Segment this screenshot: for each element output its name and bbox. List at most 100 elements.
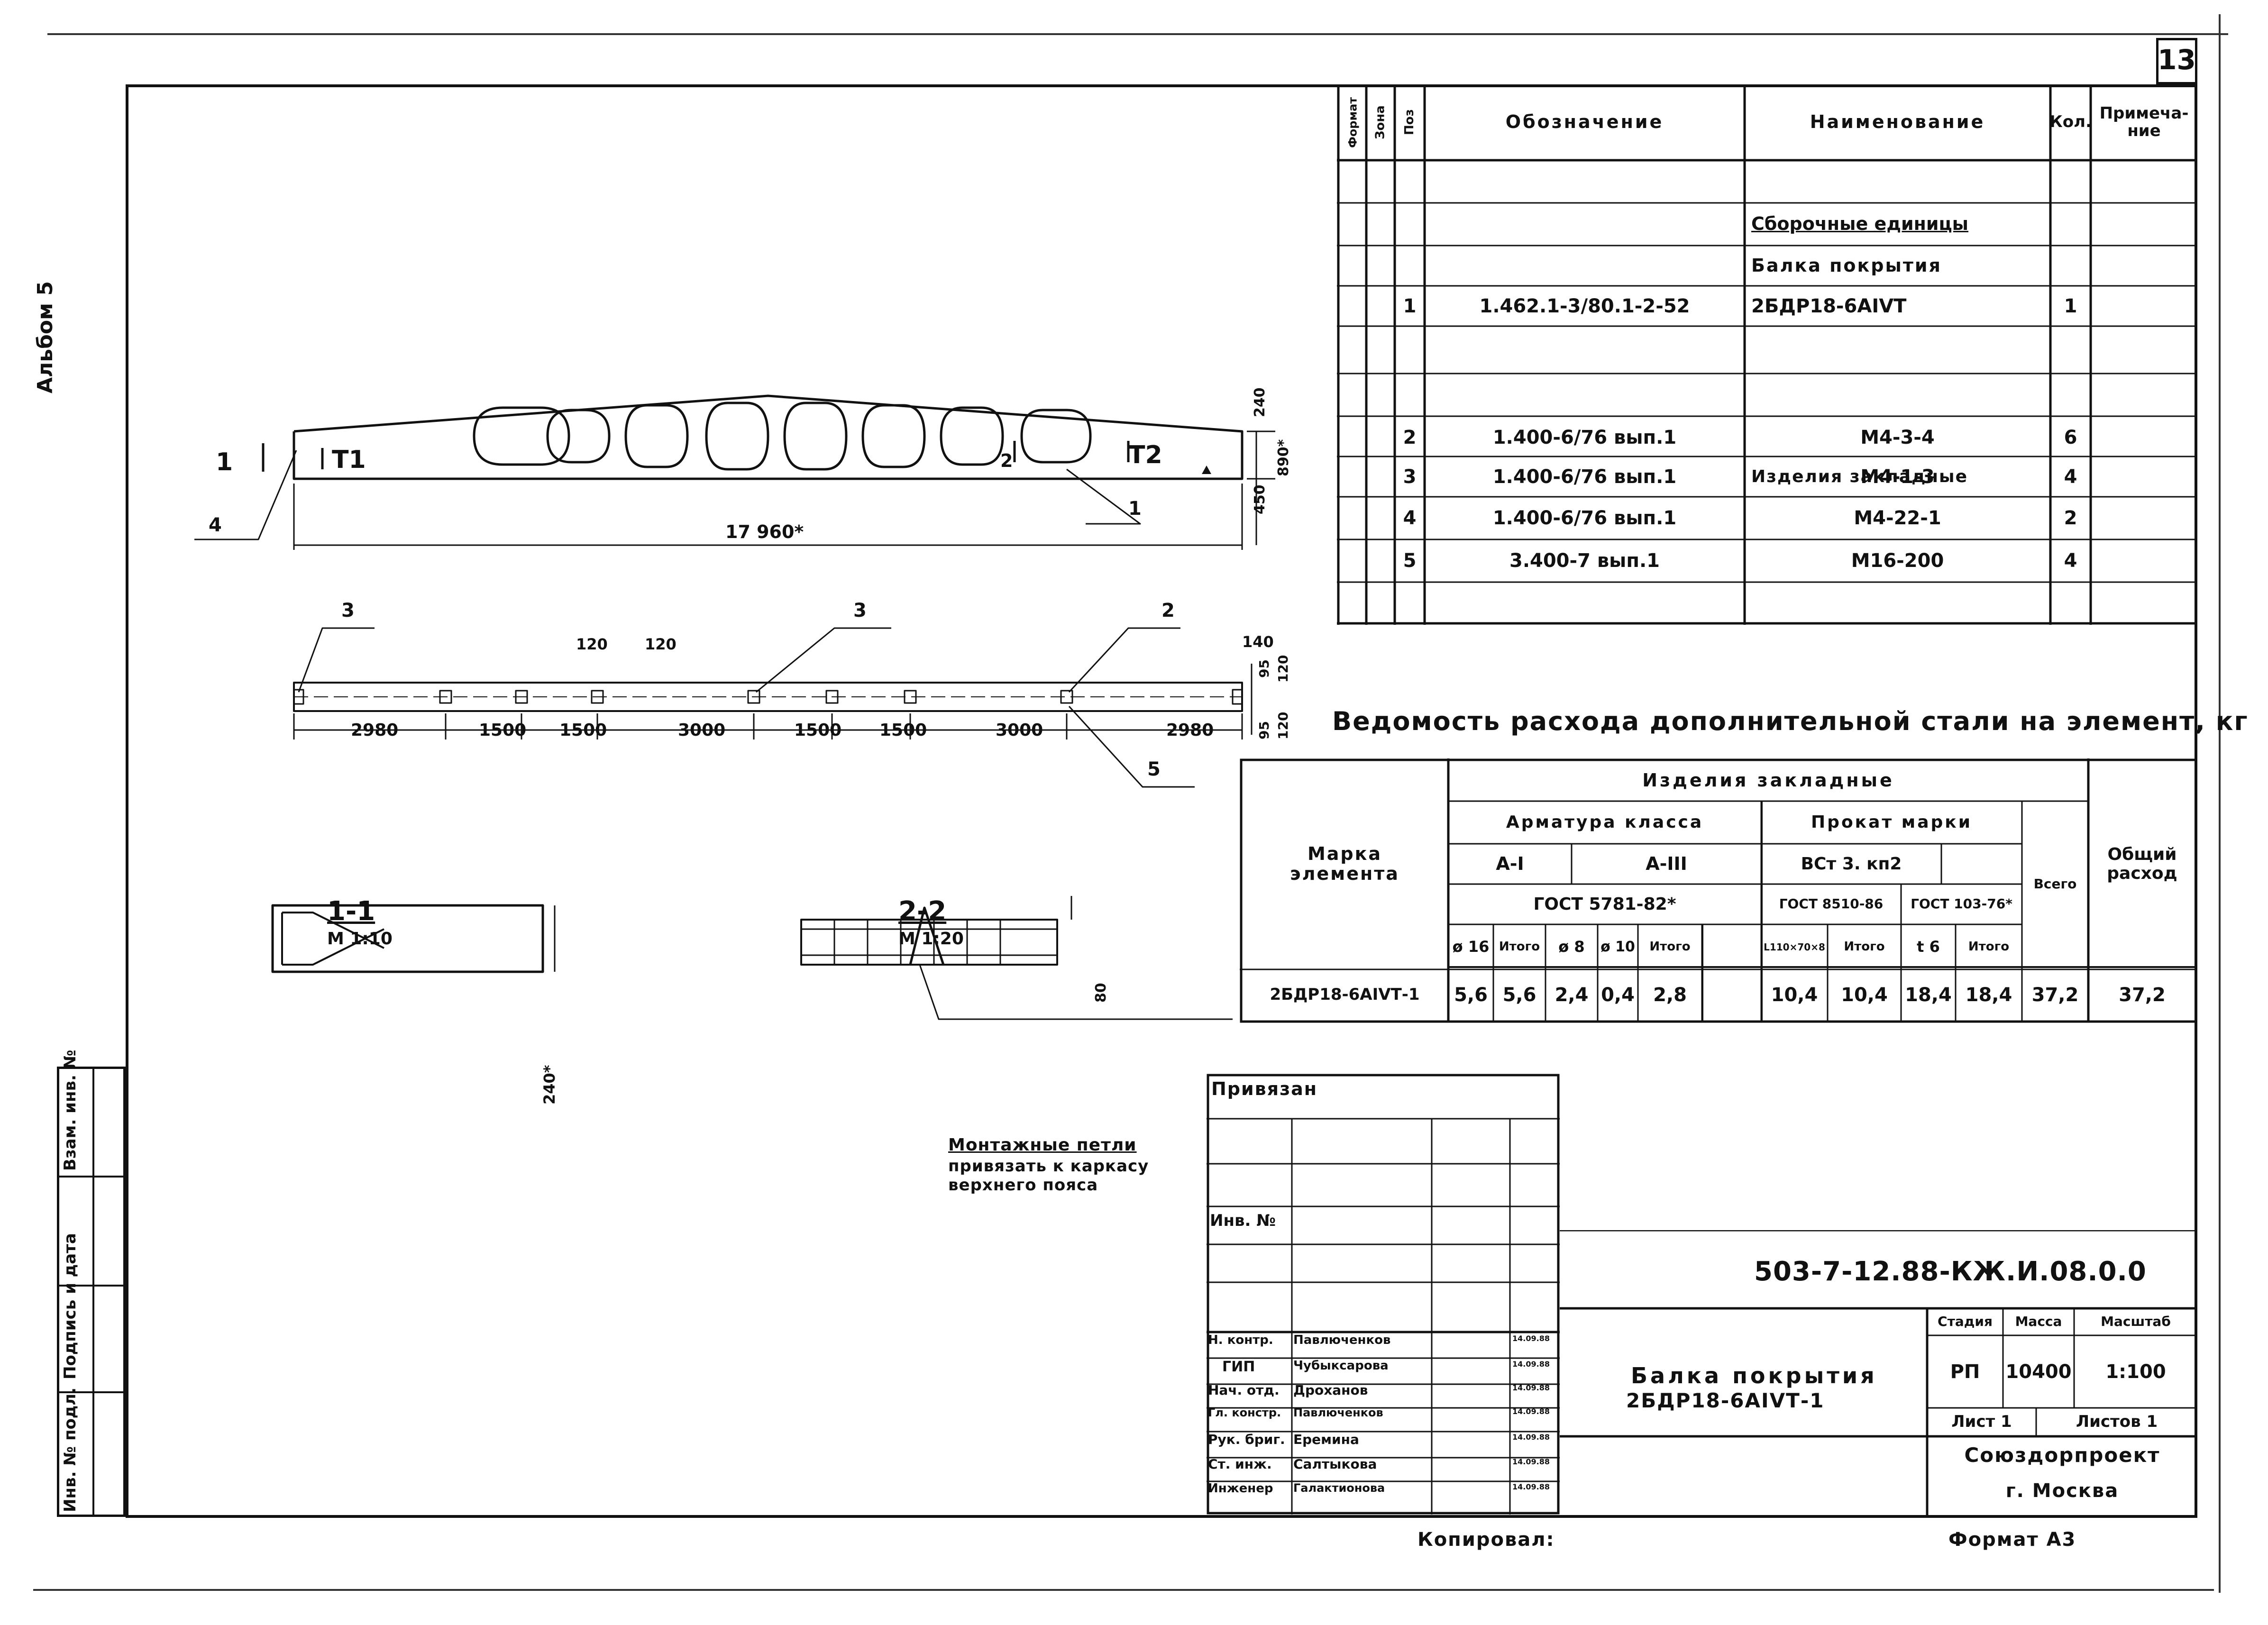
trim-line-top [47,33,2228,35]
h-scale: Масштаб [2101,1314,2171,1330]
dim-240: 240 [1252,387,1268,417]
person-date: 14.09.88 [1512,1433,1550,1442]
spec-table: Формат Зона Поз Обозначение Наименование… [1337,84,2197,625]
steel-subhead: ø 8 [1558,937,1585,956]
steel-row-mark: 2БДР18-6АIVТ-1 [1270,985,1420,1004]
plan-dim: 1500 [479,721,527,740]
spec-row-name: М4-22-1 [1854,507,1941,529]
steel-subhead: ø 16 [1452,937,1490,956]
spec-row-name: М4-3-4 [1860,427,1935,448]
callout-2: 2 [1161,600,1175,621]
person-name: Чубыксарова [1293,1359,1389,1373]
person-name: Павлюченков [1293,1406,1383,1419]
trim-line-bottom [33,1589,2214,1591]
title-block-grid [1560,1230,2197,1517]
spec-header-designation: Обозначение [1505,111,1664,133]
org-city: г. Москва [2005,1480,2119,1502]
person-name: Еремина [1293,1432,1359,1447]
person-name: Павлюченков [1293,1333,1391,1347]
trim-line-right [2219,14,2221,1593]
page-number: 13 [2158,44,2196,76]
spec-header-note: Примеча- ние [2099,103,2189,140]
dim-450: 450 [1252,484,1268,514]
beam-drawing [194,394,1275,1020]
left-stamp [57,1067,126,1517]
spec-section-assemblies: Сборочные единицы [1751,213,1969,235]
steel-h-gost3: ГОСТ 103-76* [1911,896,2012,912]
bind-box-inv: Инв. № [1210,1211,1276,1230]
sheets-total: Листов 1 [2076,1412,2158,1432]
steel-subhead: Итого [1499,940,1540,954]
album-label: Альбом 5 [33,281,57,393]
steel-h-gost2: ГОСТ 8510-86 [1779,896,1884,912]
copied-label: Копировал: [1418,1529,1555,1551]
spec-header-pos: Поз [1402,109,1417,136]
stage-value: РП [1950,1360,1980,1383]
plan-dim: 3000 [678,721,726,740]
spec-row-qty: 4 [2064,466,2077,488]
steel-row-value: 5,6 [1454,984,1488,1006]
steel-row-value: 37,2 [2031,984,2079,1006]
steel-h-vst: ВСт 3. кп2 [1801,854,1902,874]
steel-row-value: 10,4 [1771,984,1818,1006]
spec-header-qty: Кол. [2049,112,2092,132]
callout-5: 5 [1147,758,1161,780]
person-date: 14.09.88 [1512,1334,1550,1343]
dim-140: 140 [1242,633,1274,651]
spec-row-pos: 2 [1403,427,1417,448]
callout-1: 1 [1128,498,1142,520]
dim-120-a: 120 [576,635,608,653]
dim-95-a: 95 [1256,659,1272,678]
spec-row-qty: 4 [2064,550,2077,572]
section-1-title: 1-1 [327,896,375,927]
spec-row-designation: 1.400-6/76 вып.1 [1492,466,1677,488]
spec-row-name: М16-200 [1851,550,1944,572]
mass-value: 10400 [2005,1360,2072,1383]
spec-row-pos: 5 [1403,550,1417,572]
person-role: ГИП [1222,1359,1255,1375]
spec-row-designation: 1.400-6/76 вып.1 [1492,507,1677,529]
steel-row-value: 10,4 [1841,984,1888,1006]
note-lifting-loops: Монтажные петли [948,1135,1137,1155]
section-mark-t2: T2 [1128,441,1162,469]
person-date: 14.09.88 [1512,1457,1550,1466]
steel-divider-3715 [1761,801,1763,1021]
beam-outline [293,394,1244,480]
steel-h-embedded: Изделия закладные [1642,769,1894,791]
spec-grid [1337,84,2197,625]
sheet-no: Лист 1 [1951,1412,2012,1432]
section-2-title: 2-2 [898,896,947,927]
plan-dim: 2980 [351,721,399,740]
format-label: Формат А3 [1948,1529,2076,1551]
spec-row-qty: 2 [2064,507,2077,529]
scale-value: 1:100 [2105,1360,2166,1383]
dim-total: 17 960* [725,521,804,542]
spec-header-name: Наименование [1810,111,1985,133]
steel-h-element: Марка элемента [1290,843,1399,884]
steel-subhead: Итого [1968,940,2010,954]
person-name: Салтыкова [1293,1456,1377,1472]
stamp-signature-date: Подпись и дата [61,1233,80,1379]
steel-h-total-all: Общий расход [2107,845,2177,883]
steel-subhead: L110×70×8 [1764,941,1825,953]
section-mark-t1: T1 [332,446,366,474]
steel-row-value: 5,6 [1502,984,1536,1006]
callout-4: 4 [209,514,222,536]
person-role: Нач. отд. [1208,1382,1280,1398]
steel-row-value: 18,4 [1965,984,2012,1006]
person-date: 14.09.88 [1512,1407,1550,1416]
steel-divider-3590 [1702,924,1703,1021]
steel-h-aiii: А-III [1646,853,1687,874]
h-stage: Стадия [1938,1314,1993,1330]
plan-dim: 2980 [1166,721,1214,740]
person-role: Ст. инж. [1208,1456,1272,1472]
person-date: 14.09.88 [1512,1360,1550,1369]
steel-subhead: ø 10 [1600,939,1635,955]
h-mass: Масса [2015,1314,2062,1330]
section-mark-1: 1 [216,448,233,476]
spec-row-pos: 4 [1403,507,1417,529]
spec-row-pos: 1 [1403,295,1417,317]
dim-890: 890* [1275,439,1292,476]
spec-row-designation: 3.400-7 вып.1 [1509,550,1660,572]
